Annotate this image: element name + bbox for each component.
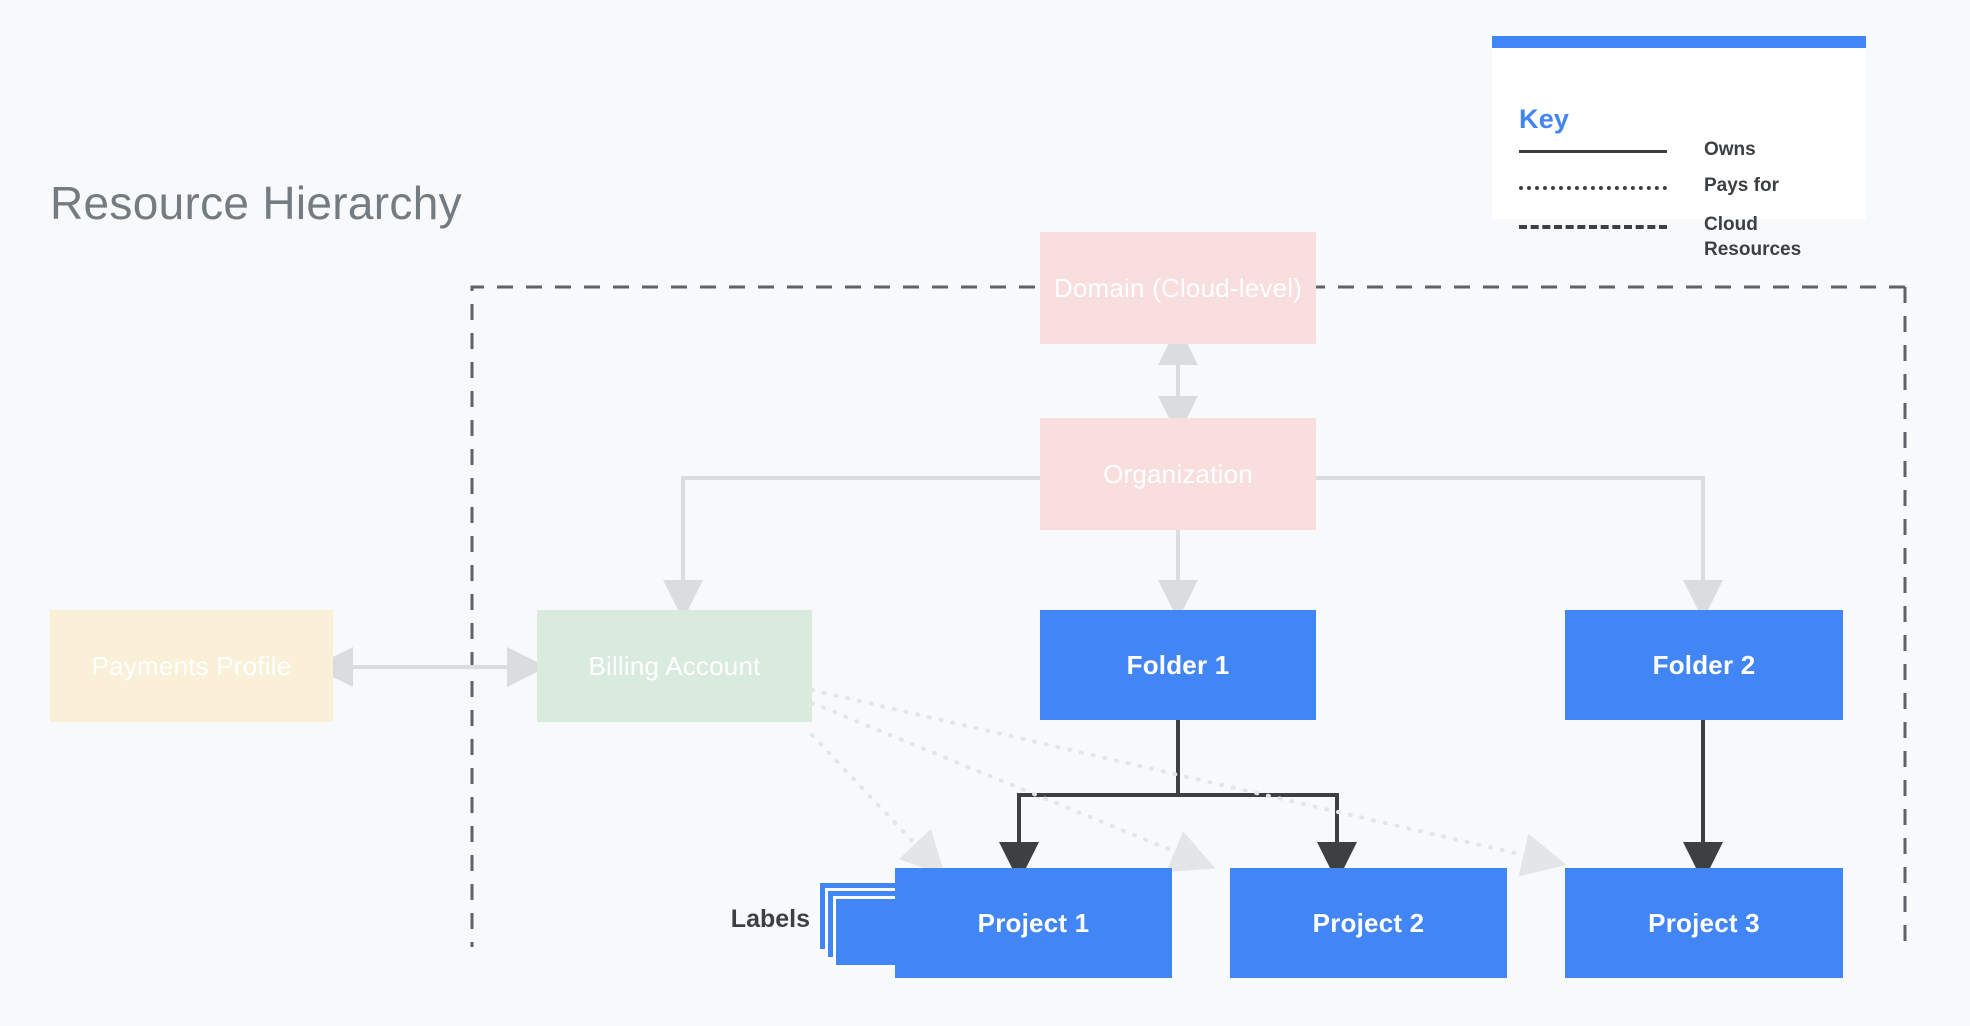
key-panel: Key Owns Pays for Cloud Resources — [1492, 36, 1866, 260]
node-domain[interactable]: Domain (Cloud-level) — [1040, 232, 1316, 344]
node-project-3-label: Project 3 — [1648, 907, 1760, 938]
edge-billing-project1 — [810, 733, 946, 876]
node-project-3[interactable]: Project 3 — [1565, 868, 1843, 978]
key-row-owns-label: Owns — [1704, 139, 1756, 160]
node-folder-2-label: Folder 2 — [1652, 649, 1756, 680]
node-billing-account-label: Billing Account — [588, 650, 761, 681]
key-row-pays-for: Pays for — [1519, 175, 1844, 201]
key-accent-bar — [1492, 36, 1866, 48]
edge-organization-folder2 — [1316, 476, 1723, 620]
node-project-1-label: Project 1 — [977, 907, 1090, 938]
legend-line-dotted-icon — [1519, 186, 1667, 190]
key-row-pays-for-label: Pays for — [1704, 175, 1779, 196]
node-project-1[interactable]: Project 1 — [895, 868, 1172, 978]
node-organization-label: Organization — [1103, 458, 1253, 489]
page-title: Resource Hierarchy — [50, 177, 462, 229]
node-folder-1-label: Folder 1 — [1126, 649, 1230, 680]
key-row-owns: Owns — [1519, 139, 1844, 165]
node-project-2-label: Project 2 — [1312, 907, 1425, 938]
node-organization[interactable]: Organization — [1040, 418, 1316, 530]
edge-billing-project2 — [810, 701, 1216, 873]
edge-folder1-project1 — [999, 793, 1178, 882]
labels-caption: Labels — [730, 905, 810, 933]
node-folder-1[interactable]: Folder 1 — [1040, 610, 1316, 720]
key-title: Key — [1519, 104, 1570, 134]
key-row-cloud-resources-label: Cloud Resources — [1704, 214, 1802, 260]
legend-line-dashed-icon — [1519, 225, 1667, 229]
key-row-cloud-resources: Cloud Resources — [1519, 214, 1844, 260]
node-payments-profile[interactable]: Payments Profile — [50, 610, 333, 722]
node-project-2[interactable]: Project 2 — [1230, 868, 1507, 978]
legend-line-solid-icon — [1519, 150, 1667, 153]
node-payments-profile-label: Payments Profile — [91, 650, 292, 681]
edge-folder1-project2 — [1178, 793, 1357, 882]
node-billing-account[interactable]: Billing Account — [537, 610, 812, 722]
edge-organization-billing — [663, 476, 1040, 620]
node-domain-label: Domain (Cloud-level) — [1053, 272, 1303, 303]
node-folder-2[interactable]: Folder 2 — [1565, 610, 1843, 720]
